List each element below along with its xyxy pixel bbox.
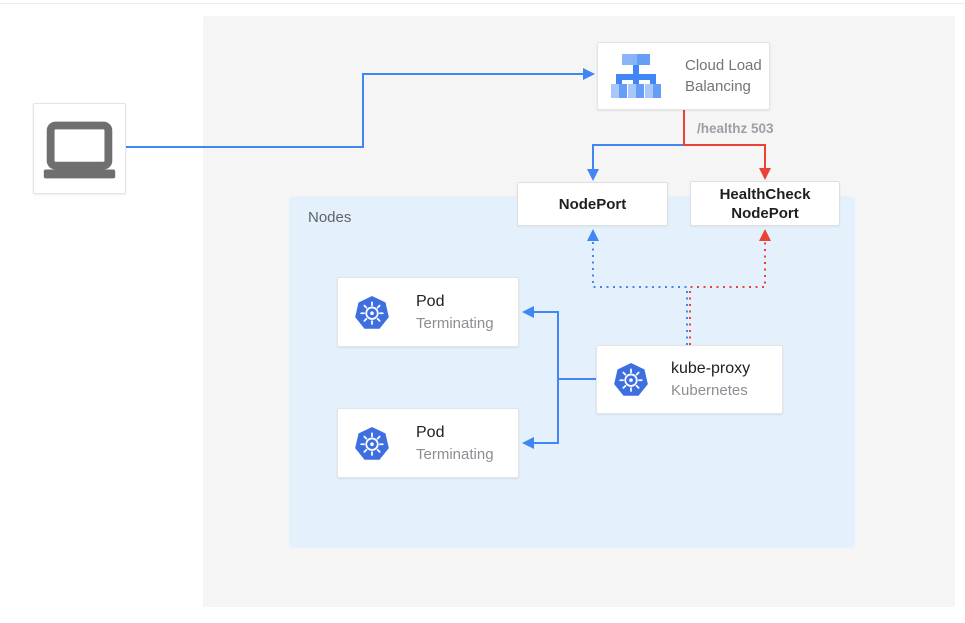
healthcheck-nodeport-box: HealthCheck NodePort [690, 181, 840, 226]
kubernetes-icon [355, 295, 389, 329]
cloud-lb-label-line2: Balancing [685, 78, 751, 95]
pod-1-status: Terminating [416, 314, 494, 332]
load-balancer-icon [611, 54, 661, 98]
kube-proxy-subtitle: Kubernetes [671, 382, 748, 399]
nodes-label: Nodes [308, 209, 352, 226]
client-card [33, 103, 126, 194]
cloud-load-balancing-label: Cloud Load Balancing [685, 55, 762, 97]
healthcheck-nodeport-label-line2: NodePort [731, 204, 799, 222]
laptop-icon [43, 121, 116, 178]
pod-2-status: Terminating [416, 445, 494, 463]
cloud-load-balancing-card: Cloud Load Balancing [597, 42, 770, 110]
pod-1-text: Pod Terminating [416, 291, 494, 334]
nodeport-label: NodePort [558, 195, 627, 213]
pod-2-text: Pod Terminating [416, 422, 494, 465]
kubernetes-icon [355, 426, 389, 460]
kube-proxy-card: kube-proxy Kubernetes [596, 345, 783, 414]
pod-card-2: Pod Terminating [337, 408, 519, 478]
pod-2-title: Pod [416, 423, 445, 441]
cloud-lb-label-line1: Cloud Load [685, 57, 762, 74]
kube-proxy-title: kube-proxy [671, 360, 751, 377]
top-divider [0, 3, 965, 4]
nodeport-box: NodePort [517, 182, 668, 226]
pod-card-1: Pod Terminating [337, 277, 519, 347]
pod-1-title: Pod [416, 292, 445, 310]
kubernetes-icon [614, 362, 648, 396]
kube-proxy-text: kube-proxy Kubernetes [671, 358, 750, 401]
healthz-503-label: /healthz 503 [697, 121, 774, 136]
healthcheck-nodeport-label-line1: HealthCheck [719, 185, 811, 203]
